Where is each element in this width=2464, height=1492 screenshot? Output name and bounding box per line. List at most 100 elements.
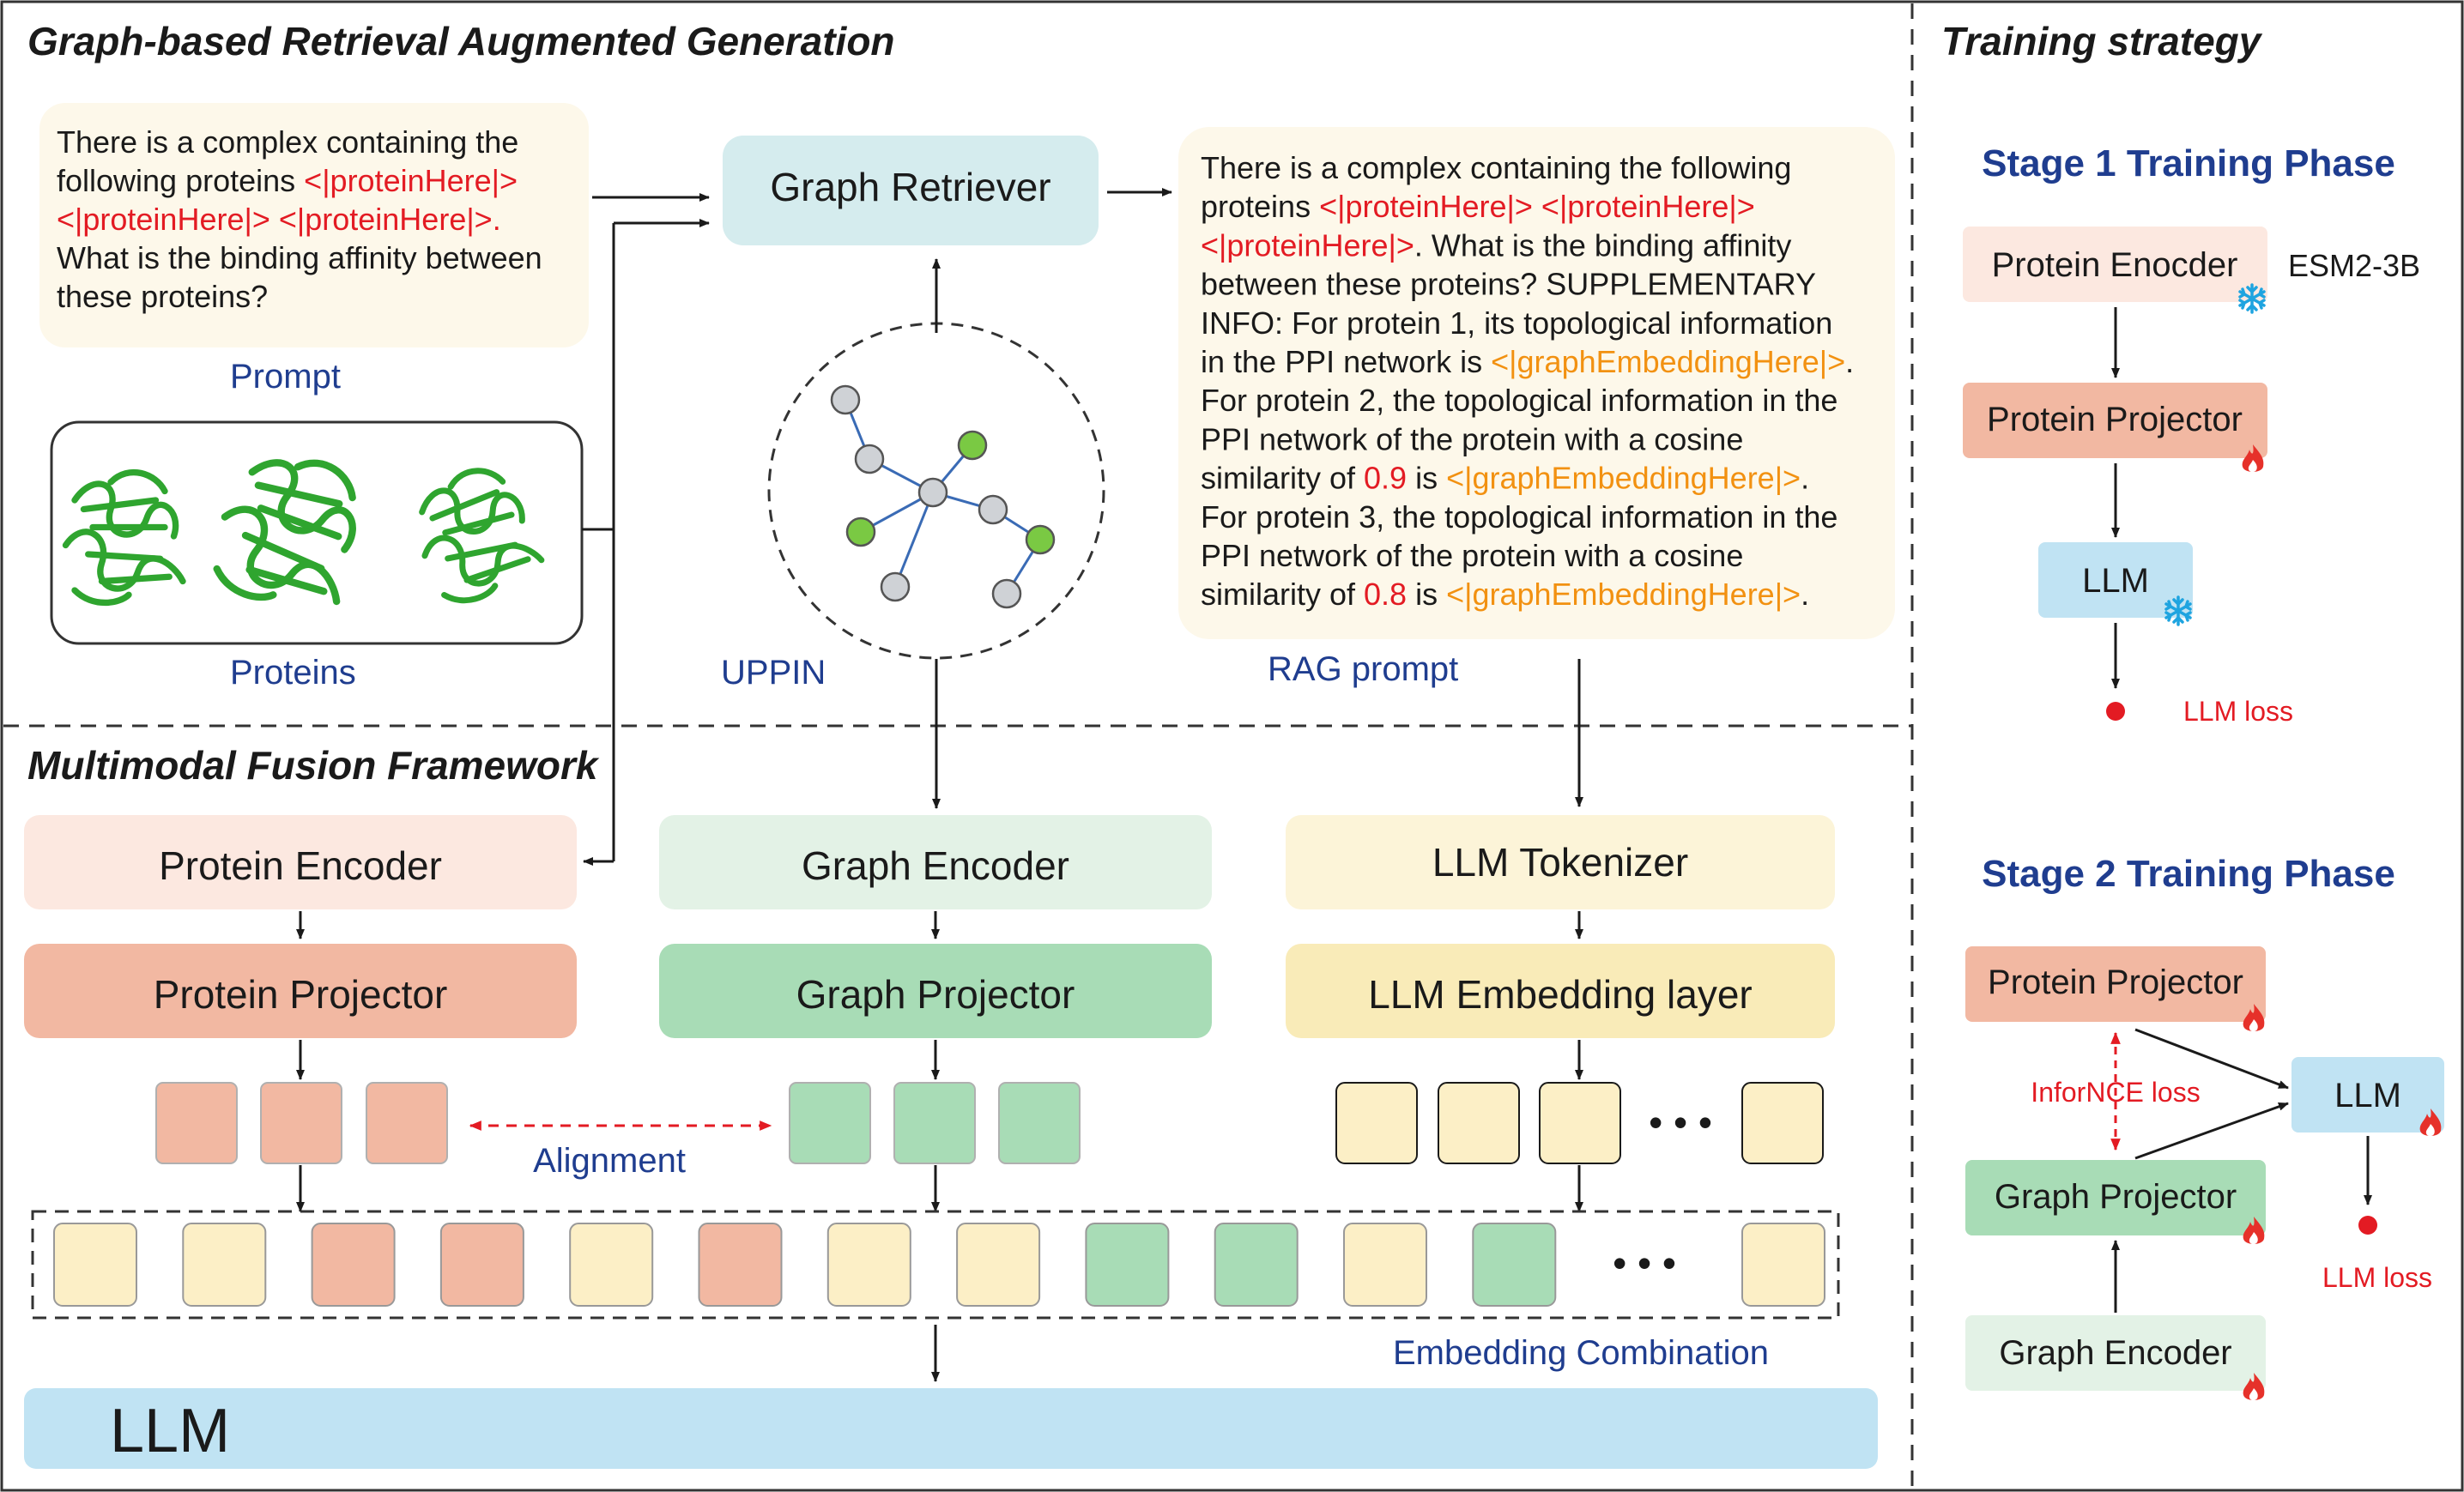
fusion-section-title: Multimodal Fusion Framework <box>27 743 600 788</box>
combined-token <box>311 1223 396 1307</box>
protein-projector-box <box>24 944 577 1038</box>
text-segment: 0.8 <box>1364 577 1407 612</box>
combined-token-ellipsis: • • • <box>1613 1241 1676 1285</box>
protein-token <box>260 1082 342 1164</box>
text-token <box>1539 1082 1621 1164</box>
combined-token <box>826 1223 911 1307</box>
graph-token-row <box>789 1082 1081 1164</box>
combined-token <box>182 1223 267 1307</box>
llm-embedding-layer-box <box>1286 944 1835 1038</box>
rag-section-title: Graph-based Retrieval Augmented Generati… <box>27 19 895 63</box>
text-segment: these proteins? <box>57 279 268 314</box>
text-segment: . <box>1801 461 1809 496</box>
text-token-ellipsis: • • • <box>1649 1100 1712 1145</box>
text-segment: . <box>1801 577 1809 612</box>
embedding-combination-frame <box>31 1210 1840 1320</box>
stage1-title: Stage 1 Training Phase <box>1982 142 2395 184</box>
graph-retriever-label: Graph Retriever <box>770 165 1050 209</box>
stage2-graph-encoder-label: Graph Encoder <box>1999 1334 2231 1372</box>
protein-encoder-label: Protein Encoder <box>159 843 442 888</box>
rag-prompt-label: RAG prompt <box>1268 650 1458 688</box>
prompt-box <box>39 103 589 347</box>
text-segment: For protein 3, the topological informati… <box>1201 499 1837 535</box>
rag-prompt-box <box>1178 127 1895 639</box>
stage2-graph-projector-box <box>1965 1160 2266 1235</box>
training-section-title: Training strategy <box>1941 19 2263 63</box>
stage2-title: Stage 2 Training Phase <box>1982 853 2395 895</box>
stage1-protein-projector-box <box>1963 383 2267 458</box>
protein-token <box>155 1082 238 1164</box>
text-segment: PPI network of the protein with a cosine <box>1201 421 1743 456</box>
stage2-llm-box <box>2291 1057 2444 1133</box>
alignment-label: Alignment <box>533 1142 686 1180</box>
stage2-protein-projector-label: Protein Projector <box>1988 963 2243 1001</box>
rag-connectors <box>582 188 1583 866</box>
uppin-label: UPPIN <box>721 654 826 692</box>
combined-token <box>439 1223 524 1307</box>
text-segment: INFO: For protein 1, its topological inf… <box>1201 305 1832 341</box>
combined-token <box>1085 1223 1170 1307</box>
proteins-label: Proteins <box>230 654 356 692</box>
protein-encoder-box <box>24 815 577 909</box>
text-segment: <|proteinHere|> <|proteinHere|>. <box>57 202 501 237</box>
graph-token <box>789 1082 871 1164</box>
combined-token <box>956 1223 1041 1307</box>
protein-token-row <box>155 1082 448 1164</box>
protein-projector-label: Protein Projector <box>154 972 448 1017</box>
combined-token <box>569 1223 654 1307</box>
stage1-esm-label: ESM2-3B <box>2288 248 2420 283</box>
text-segment: in the PPI network is <box>1201 344 1491 379</box>
text-segment: <|proteinHere|> <box>304 163 518 198</box>
text-segment: proteins <box>1201 189 1319 224</box>
text-segment: 0.9 <box>1364 461 1407 496</box>
graph-projector-box <box>659 944 1212 1038</box>
llm-bar <box>24 1388 1878 1469</box>
prompt-label: Prompt <box>230 358 341 396</box>
text-segment: is <box>1407 461 1446 496</box>
stage2-loss-dot <box>2358 1216 2377 1235</box>
text-segment: similarity of <box>1201 577 1364 612</box>
stage2-protein-projector-box <box>1965 946 2266 1022</box>
infonce-label: InforNCE loss <box>2031 1077 2200 1108</box>
graph-token <box>998 1082 1081 1164</box>
stage2-llm-label: LLM <box>2334 1077 2401 1114</box>
combined-token <box>1472 1223 1557 1307</box>
graph-encoder-label: Graph Encoder <box>802 843 1069 888</box>
graph-token <box>893 1082 976 1164</box>
text-segment: <|graphEmbeddingHere|> <box>1491 344 1845 379</box>
text-segment: <|graphEmbeddingHere|> <box>1446 577 1801 612</box>
network-graph-icon <box>830 384 1056 609</box>
text-token <box>1438 1082 1520 1164</box>
text-segment: <|proteinHere|> <box>1201 227 1414 263</box>
stage1-loss-dot <box>2106 702 2125 721</box>
text-segment: What is the binding affinity between <box>57 240 542 275</box>
llm-label: LLM <box>110 1397 230 1465</box>
graph-encoder-box <box>659 815 1212 909</box>
stage2-loss-label: LLM loss <box>2322 1262 2432 1293</box>
graph-retriever-box <box>723 136 1099 245</box>
text-segment: <|proteinHere|> <|proteinHere|> <box>1319 189 1755 224</box>
text-segment: similarity of <box>1201 461 1364 496</box>
stage1-protein-encoder-label: Protein Enocder <box>1992 246 2238 284</box>
text-segment: For protein 2, the topological informati… <box>1201 383 1837 418</box>
text-segment: There is a complex containing the follow… <box>1201 150 1791 185</box>
stage2-graph-projector-label: Graph Projector <box>1995 1178 2237 1216</box>
llm-embedding-layer-label: LLM Embedding layer <box>1368 972 1752 1017</box>
combined-token <box>53 1223 137 1307</box>
text-segment: . <box>1845 344 1854 379</box>
stage2-graph-encoder-box <box>1965 1315 2266 1391</box>
text-segment: following proteins <box>57 163 304 198</box>
combined-token <box>1741 1223 1825 1307</box>
stage1-loss-label: LLM loss <box>2183 696 2293 727</box>
stage2-connectors <box>2111 1028 2372 1313</box>
text-segment: There is a complex containing the <box>57 124 518 160</box>
stage1-protein-encoder-box <box>1963 227 2267 302</box>
rag-prompt-text: There is a complex containing the follow… <box>1201 150 1854 612</box>
combined-token <box>698 1223 783 1307</box>
stage1-protein-projector-label: Protein Projector <box>1987 401 2243 438</box>
text-segment: PPI network of the protein with a cosine <box>1201 538 1743 573</box>
combined-token <box>1343 1223 1427 1307</box>
